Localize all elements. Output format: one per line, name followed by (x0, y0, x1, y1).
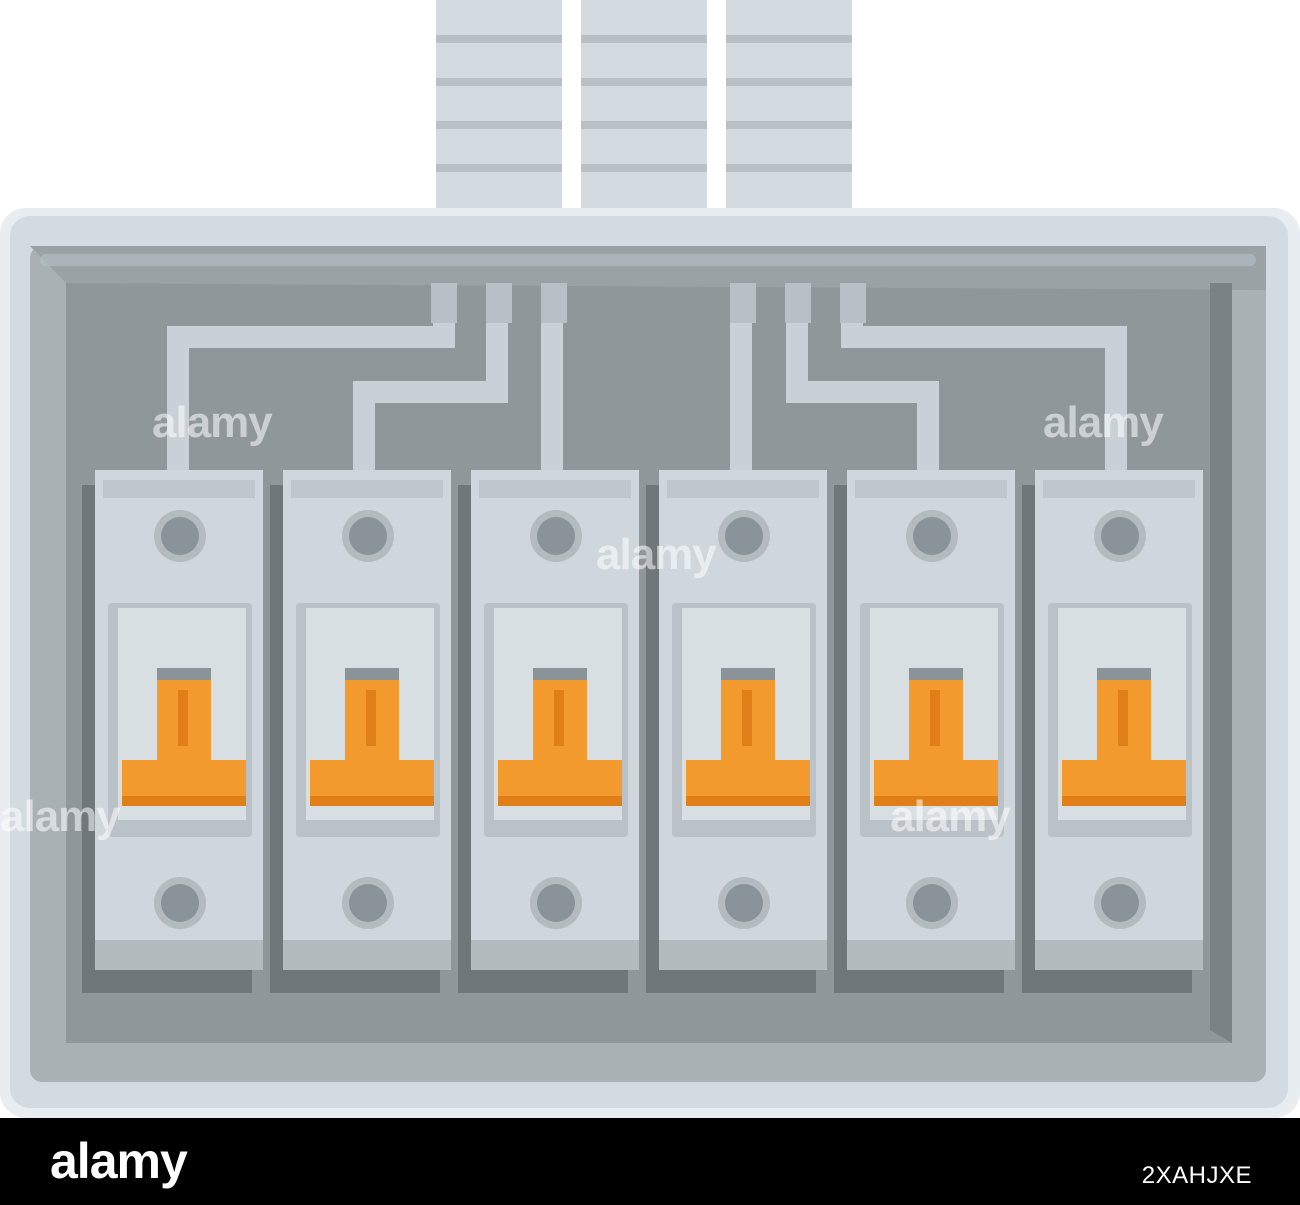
conduit (726, 0, 852, 212)
footer-bar: alamy 2XAHJXE (0, 1118, 1300, 1205)
footer-logo: alamy (50, 1133, 188, 1189)
wire-terminals (431, 283, 866, 323)
breaker (270, 470, 451, 993)
breaker-panel-illustration (0, 0, 1300, 1118)
breaker (646, 470, 827, 993)
conduit (581, 0, 707, 212)
conduit-group (436, 0, 852, 212)
breaker (458, 470, 639, 993)
breaker-row (82, 470, 1203, 993)
conduit (436, 0, 562, 212)
breaker (834, 470, 1015, 993)
breaker (1022, 470, 1203, 993)
breaker (82, 470, 263, 993)
image-id-label: 2XAHJXE (1141, 1162, 1252, 1189)
